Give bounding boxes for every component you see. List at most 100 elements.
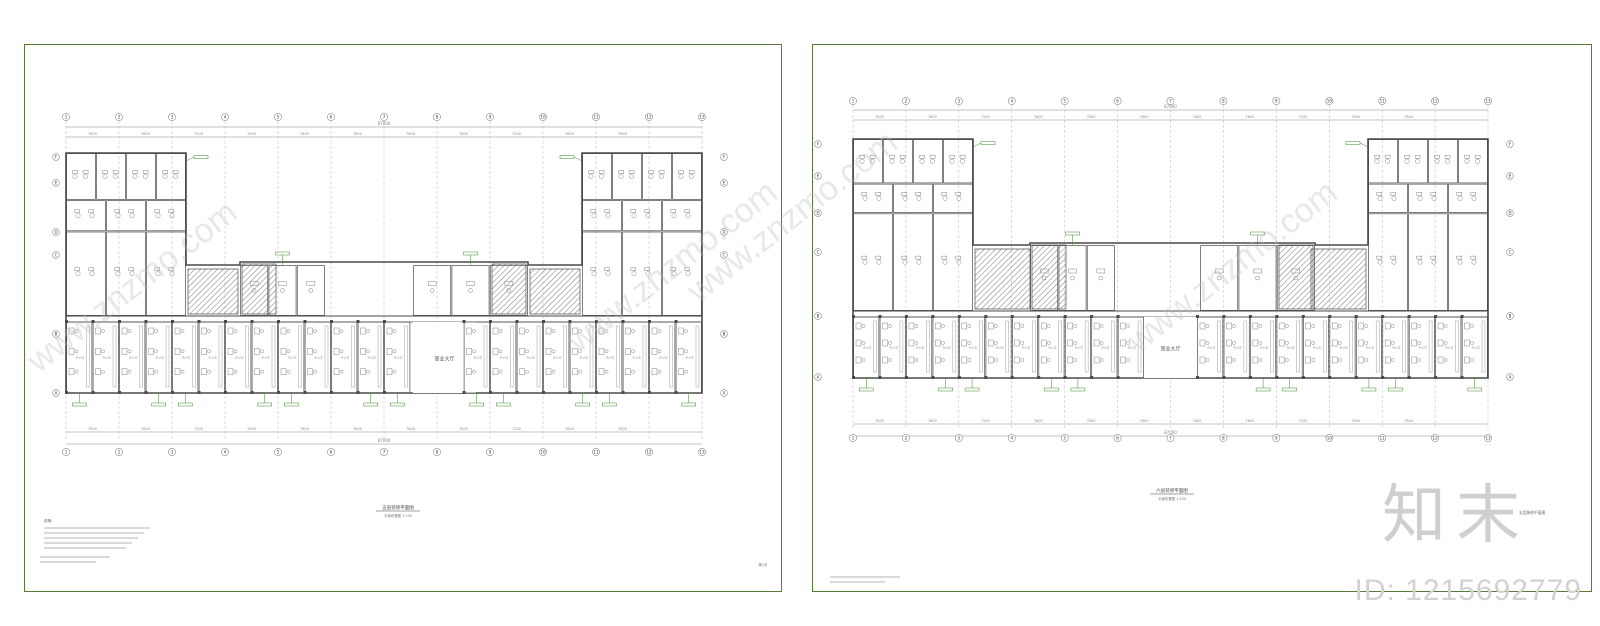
middle-room	[451, 265, 490, 316]
axis-bubble-label: 1	[65, 450, 68, 455]
desk	[1120, 322, 1126, 330]
workstation-chair	[685, 213, 691, 219]
annotation-tag	[496, 402, 511, 407]
office-room-label: 办公室	[129, 356, 138, 360]
workstation-desk	[128, 209, 135, 213]
axis-bubble-label: 10	[540, 450, 546, 455]
workstation-desk	[1430, 255, 1437, 260]
workstation-chair	[169, 271, 175, 277]
chair	[1205, 324, 1210, 328]
desk	[935, 339, 941, 347]
office-room-label: 办公室	[1419, 346, 1428, 350]
workstation-chair	[173, 174, 178, 179]
workstation-desk	[899, 155, 906, 159]
desk	[1437, 322, 1444, 330]
cabinet	[926, 320, 930, 373]
desk	[280, 327, 287, 335]
stair-core-left	[187, 268, 239, 315]
workstation-desk	[955, 192, 961, 196]
structural-column	[171, 320, 174, 323]
bay-dimension-label: 7800	[1034, 115, 1043, 119]
axis-bubble	[1325, 97, 1334, 105]
workstation-chair	[671, 271, 677, 277]
annotation-tag	[681, 402, 696, 407]
meeting-chair	[308, 288, 314, 293]
workstation-chair	[129, 271, 135, 277]
wing-room-left	[96, 153, 126, 200]
chair	[313, 329, 317, 333]
row-axis-bubble	[52, 153, 60, 161]
structural-column	[277, 391, 280, 394]
axis-bubble-label: 10	[1327, 436, 1333, 441]
annotation-leader	[185, 156, 195, 162]
chair	[1126, 358, 1130, 362]
cabinet	[695, 325, 700, 388]
chair	[1232, 358, 1236, 362]
workstation-chair	[870, 158, 875, 164]
workstation-desk	[875, 192, 881, 196]
structural-column	[852, 376, 855, 379]
bay-dimension-label: 7800	[1140, 115, 1149, 119]
axis-bubble	[221, 448, 229, 456]
wing-room-left	[893, 183, 933, 213]
workstation-chair	[115, 271, 121, 277]
axis-bubble-label: 7	[1169, 99, 1172, 104]
desk	[1067, 356, 1073, 364]
workstation-desk	[915, 192, 921, 196]
workstation-chair	[685, 271, 691, 277]
stair-core-right	[1310, 248, 1367, 310]
row-axis-bubble	[52, 228, 60, 236]
workstation-desk	[1404, 155, 1410, 159]
annotation-tag	[463, 251, 478, 256]
bay-dimension-label-bottom: 7800	[1034, 419, 1043, 423]
row-axis-bubble	[814, 373, 822, 381]
office-room-label: 办公室	[1313, 346, 1322, 350]
office-room-label: 办公室	[1472, 346, 1481, 350]
axis-bubble-label: 3	[171, 115, 174, 120]
meeting-table	[1068, 268, 1077, 274]
axis-bubble-label: 10	[1327, 99, 1333, 104]
structural-column	[542, 320, 545, 323]
axis-bubble-label: 9	[489, 450, 492, 455]
axis-bubble	[849, 97, 857, 105]
workstation-desk	[688, 170, 695, 174]
lobby-area	[1143, 317, 1198, 378]
cabinet	[1349, 320, 1353, 373]
row-axis-bubble-label: E	[723, 181, 726, 186]
axis-bubble-label: 5	[1063, 99, 1066, 104]
structural-column	[595, 391, 598, 394]
axis-bubble-label: 3	[171, 450, 174, 455]
workstation-chair	[1475, 158, 1480, 164]
cabinet	[1111, 320, 1115, 373]
workstation-chair	[155, 213, 161, 219]
desk	[121, 327, 128, 335]
structural-column	[1195, 315, 1199, 318]
chair	[1390, 341, 1395, 345]
row-axis-bubble	[720, 251, 728, 259]
axis-bubble	[1272, 97, 1281, 105]
workstation-chair	[889, 158, 895, 164]
desk	[307, 327, 313, 335]
workstation-desk	[82, 170, 89, 174]
bay-dimension-label: 7800	[406, 132, 415, 136]
structural-column	[1301, 315, 1305, 318]
chair	[1258, 324, 1263, 328]
desk	[678, 327, 684, 335]
desk	[280, 348, 287, 355]
workstation-desk	[132, 170, 138, 174]
lobby-label: 营业大厅	[434, 356, 454, 363]
axis-bubble	[115, 113, 123, 121]
row-axis-bubble	[814, 172, 822, 180]
cabinet	[1402, 320, 1406, 373]
axis-bubble	[1378, 434, 1387, 442]
structural-column	[931, 376, 935, 379]
wing-room-right	[582, 231, 622, 316]
workstation-desk	[901, 192, 907, 196]
desk	[1384, 339, 1391, 347]
row-axis-bubble-label: F	[723, 155, 726, 160]
desk	[519, 327, 525, 335]
chair	[525, 369, 529, 374]
structural-column	[65, 320, 68, 323]
office-room-label: 办公室	[942, 346, 951, 350]
axis-bubble-label: 4	[1010, 99, 1013, 104]
